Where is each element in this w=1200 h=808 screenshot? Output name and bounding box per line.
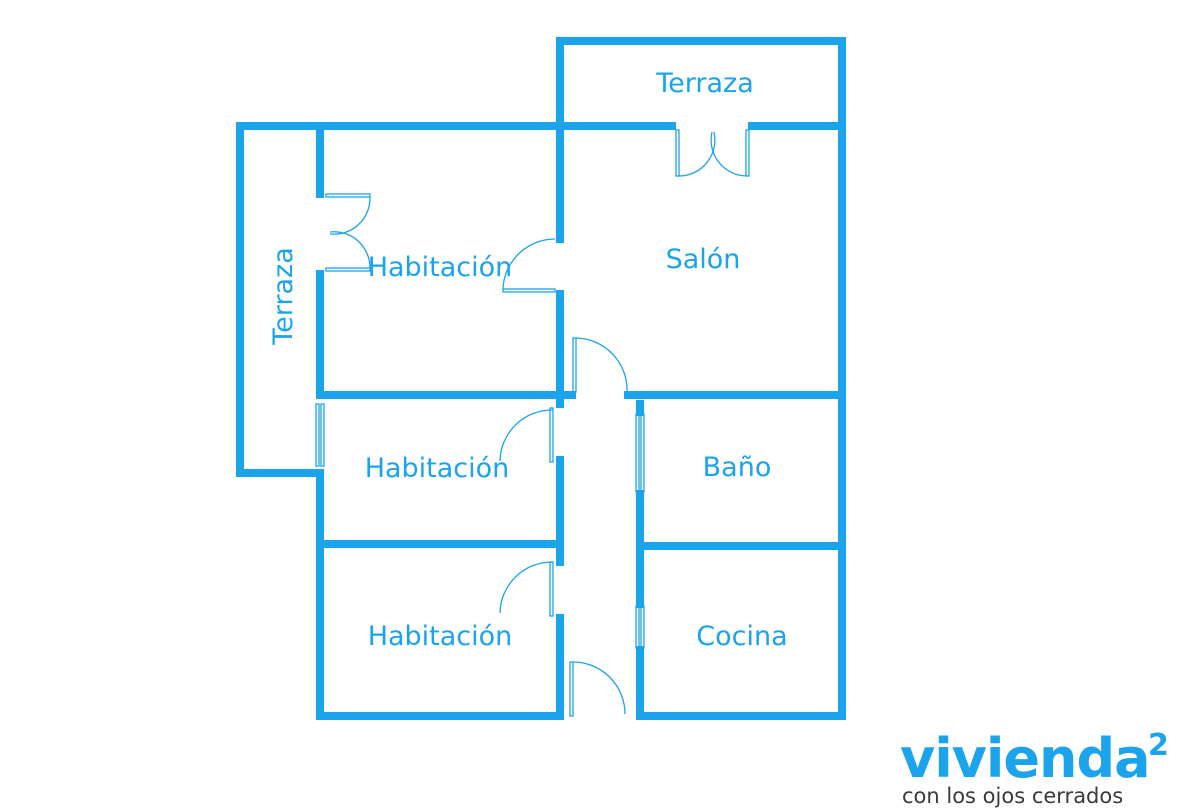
label-habitacion-2: Habitación bbox=[365, 453, 510, 484]
logo-tagline: con los ojos cerrados bbox=[902, 784, 1124, 808]
door-habitacion-1 bbox=[502, 238, 556, 293]
label-cocina: Cocina bbox=[696, 621, 787, 652]
walls bbox=[236, 37, 846, 720]
door-cocina bbox=[635, 605, 645, 649]
logo-superscript: 2 bbox=[1148, 728, 1169, 763]
door-bano bbox=[635, 413, 645, 493]
label-bano: Baño bbox=[703, 452, 772, 483]
door-terraza-side bbox=[325, 193, 371, 272]
door-entrada bbox=[569, 661, 626, 717]
brand-logo: vivienda 2 con los ojos cerrados bbox=[900, 727, 1200, 808]
label-terraza-side: Terraza bbox=[268, 247, 299, 346]
label-terraza-top: Terraza bbox=[655, 68, 754, 99]
label-salon: Salón bbox=[666, 244, 741, 275]
doors bbox=[315, 129, 750, 717]
label-habitacion-3: Habitación bbox=[368, 621, 513, 652]
door-terraza-top bbox=[675, 129, 750, 177]
door-habitacion-2-window bbox=[315, 403, 325, 467]
door-habitacion-2 bbox=[499, 407, 554, 463]
room-labels: Terraza Terraza Habitación Salón Habitac… bbox=[268, 68, 788, 652]
label-habitacion-1: Habitación bbox=[368, 252, 513, 283]
door-habitacion-3 bbox=[499, 561, 554, 617]
logo-word: vivienda bbox=[900, 727, 1151, 790]
wall-terraza-top bbox=[556, 37, 846, 130]
wall-terraza-side bbox=[236, 122, 324, 477]
door-salon bbox=[572, 337, 628, 393]
